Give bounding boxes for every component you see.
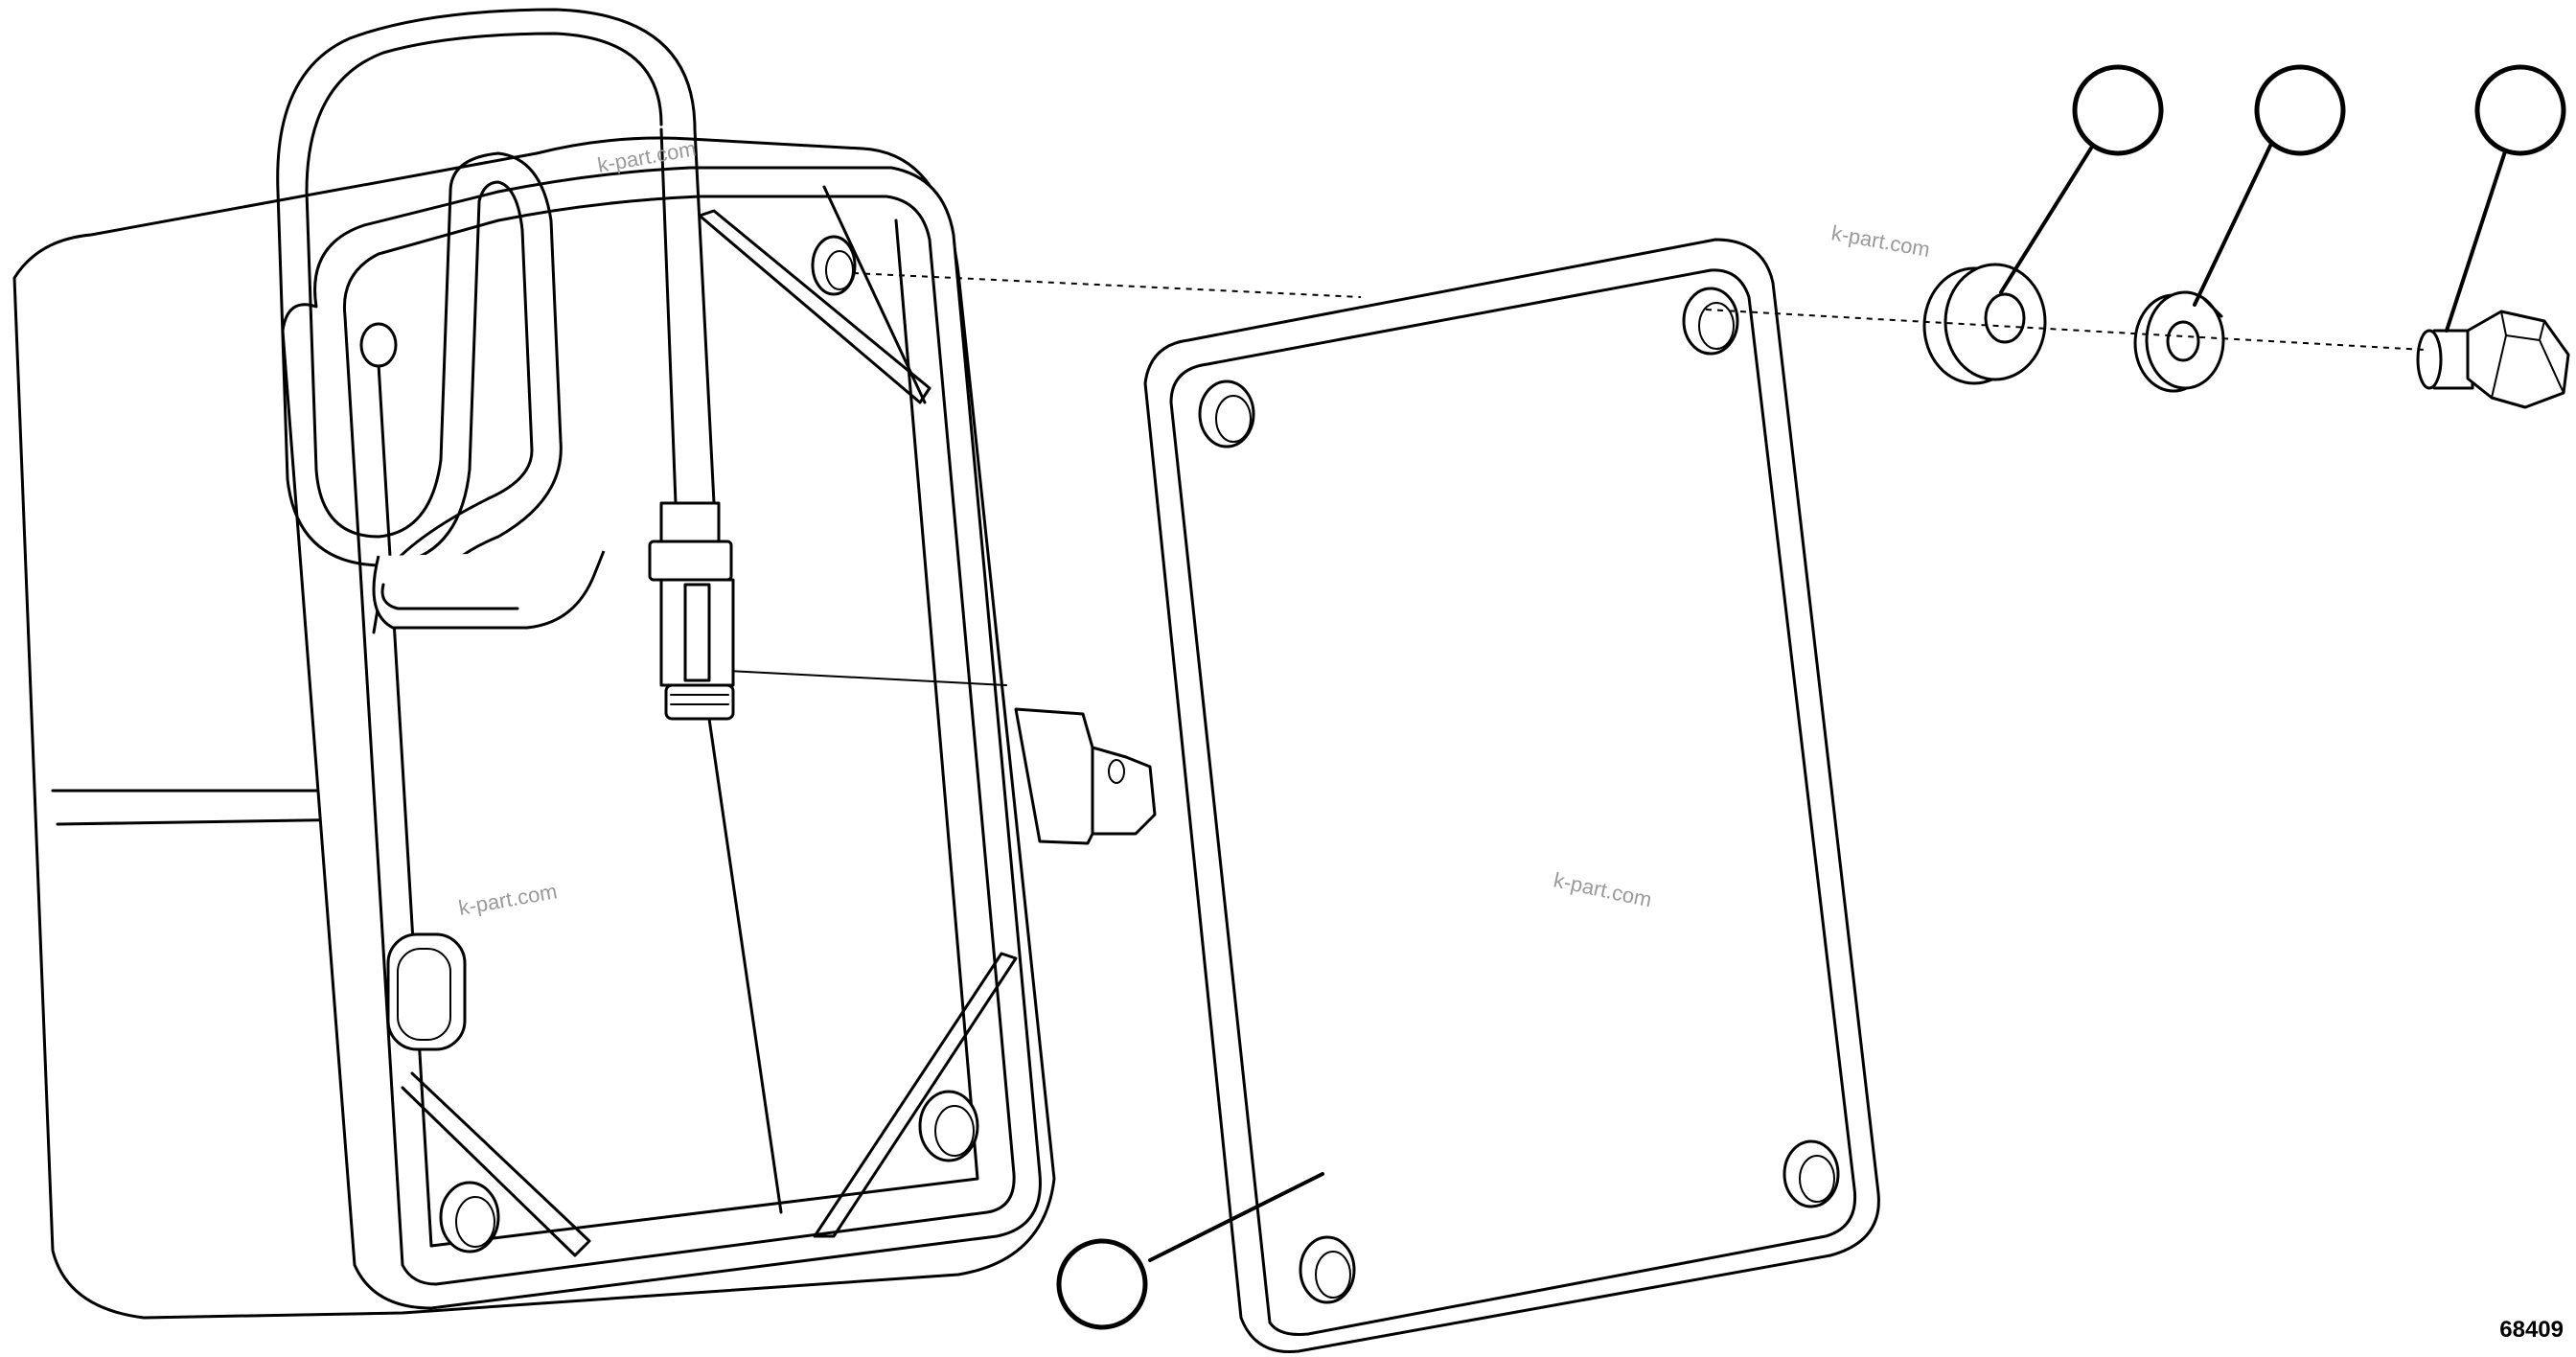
figure-number: 68409 (2499, 1317, 2564, 1343)
lock-washer (2133, 290, 2225, 393)
terminal-tab (1014, 707, 1157, 845)
assembly-centerline (852, 272, 2426, 351)
callout-washer (1999, 64, 2164, 294)
watermark: k-part.com (1829, 220, 1932, 262)
cover-plate (1143, 238, 1880, 1354)
hex-bolt (2416, 310, 2570, 409)
housing-box (12, 136, 1056, 1320)
heater-coil (276, 8, 783, 1214)
callout-cover (1056, 1172, 1324, 1330)
callout-bolt (2445, 64, 2566, 333)
flat-washer (1922, 263, 2047, 385)
callout-lock-washer (2193, 64, 2346, 307)
